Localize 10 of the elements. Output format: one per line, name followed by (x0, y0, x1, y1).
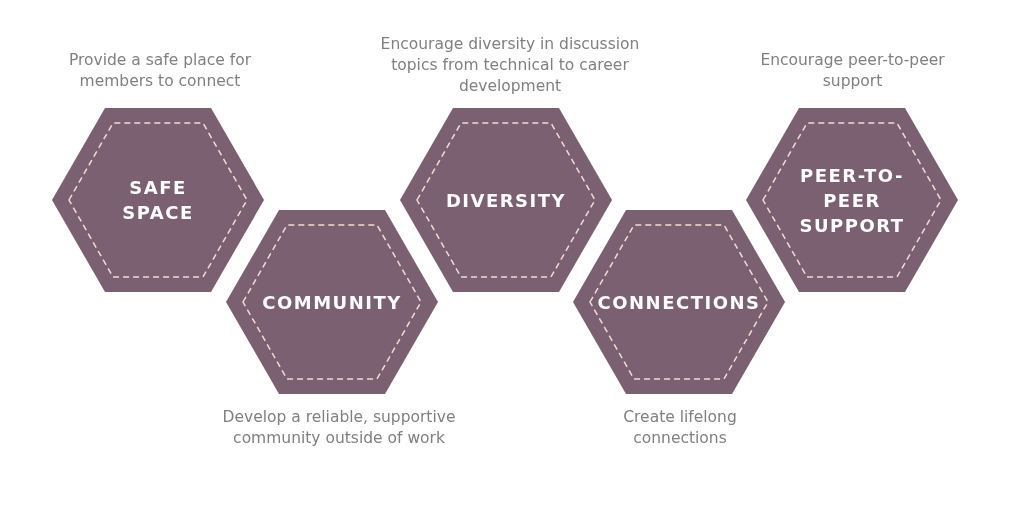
hexagon-label: CONNECTIONS (596, 290, 762, 315)
hexagon-label: SAFE SPACE (121, 176, 195, 225)
hexagon-label: PEER-TO-PEER SUPPORT (798, 163, 906, 238)
description-text: Develop a reliable, supportive community outside of work (221, 407, 457, 449)
hexagon-label: DIVERSITY (444, 188, 568, 213)
description-text: Provide a safe place for members to connect (67, 50, 253, 92)
description-text: Create lifelong connections (622, 407, 738, 449)
description-text: Encourage diversity in discussion topics from technical to career development (379, 34, 641, 97)
description-text: Encourage peer-to-peer support (759, 50, 946, 92)
hexagon-label: COMMUNITY (261, 290, 403, 315)
